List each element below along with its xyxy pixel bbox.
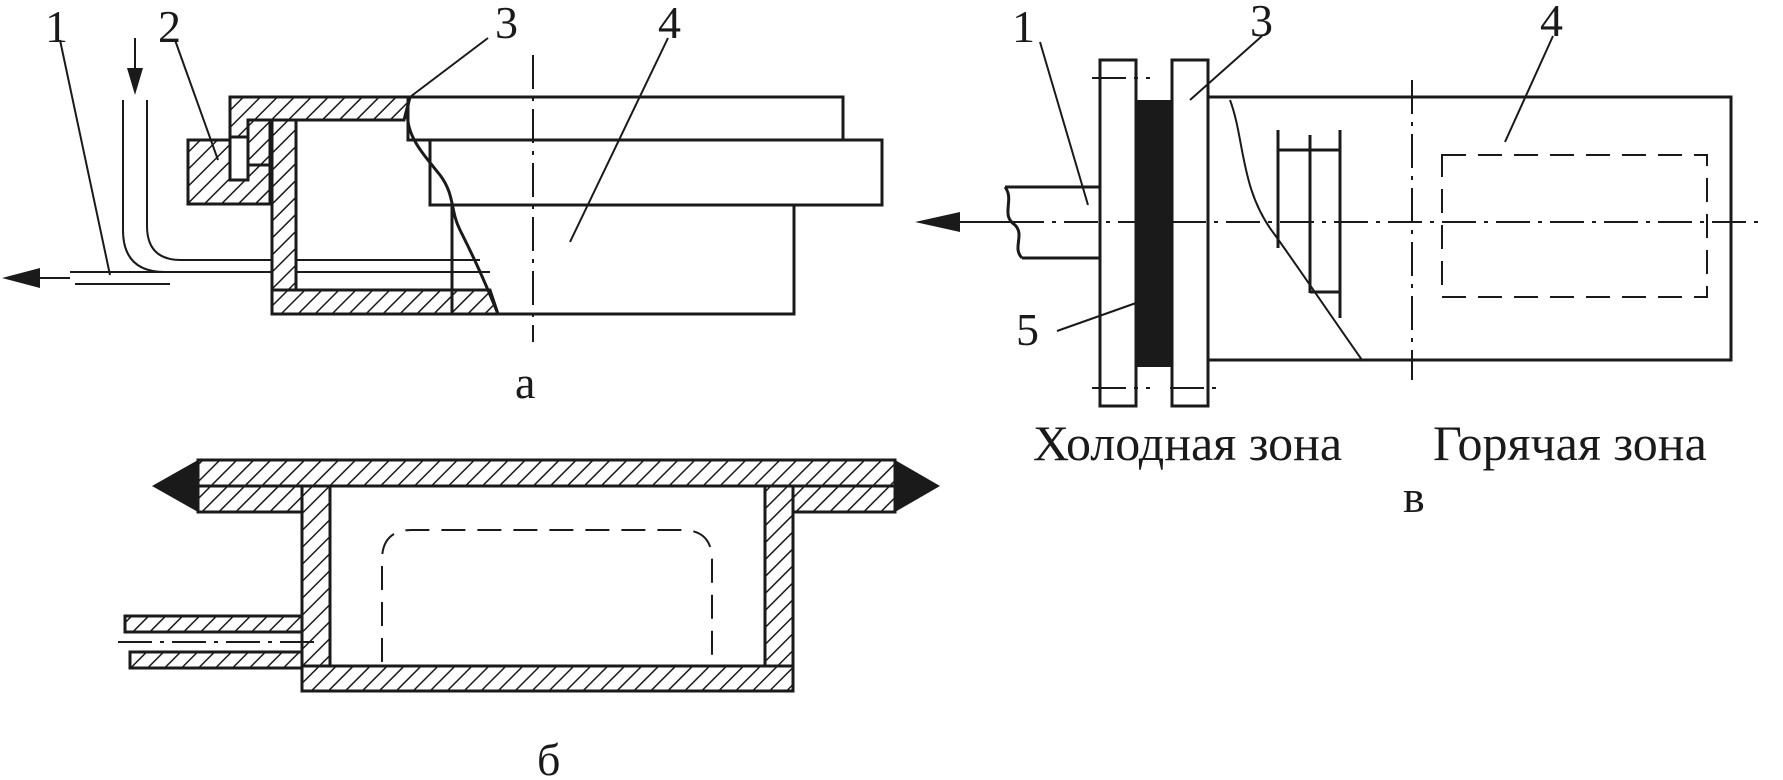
panel-b: б <box>118 458 940 780</box>
break-line-a <box>405 96 500 315</box>
callout-v-3: 3 <box>1250 0 1273 46</box>
break-line-v <box>1229 99 1363 361</box>
callout-v-5: 5 <box>1016 304 1039 355</box>
weld-right <box>895 460 940 512</box>
top-plate <box>196 458 897 488</box>
hot-body <box>1206 95 1733 362</box>
panel-a: 1 2 3 4 а <box>2 0 884 408</box>
pipe-1-inner <box>146 100 480 261</box>
weld-left <box>152 460 198 512</box>
bottom-plate <box>300 664 795 693</box>
plate-middle <box>428 138 884 207</box>
outlet-arrow-v <box>915 212 1010 232</box>
inner-dashed-body <box>381 529 713 662</box>
inlet-arrow <box>127 38 143 95</box>
housing-bottom <box>270 288 501 316</box>
plate-top <box>406 95 845 142</box>
caption-v: в <box>1403 471 1425 522</box>
thermo-module-5 <box>1136 100 1172 367</box>
pipe-v-1 <box>1003 185 1100 260</box>
left-wall <box>300 484 332 668</box>
cold-zone-label: Холодная зона <box>1033 415 1342 471</box>
callout-a-1: 1 <box>45 1 68 52</box>
caption-b: б <box>537 734 560 780</box>
callout-v-1: 1 <box>1012 1 1035 52</box>
callout-a-2: 2 <box>158 1 181 52</box>
pipe-lower-wall <box>128 650 304 670</box>
flange-right <box>1170 58 1210 408</box>
caption-a: а <box>515 357 535 408</box>
plate-bottom <box>450 203 796 316</box>
dashed-element-4 <box>1441 154 1708 298</box>
pipe-upper-wall <box>123 614 304 634</box>
callout-a-4: 4 <box>658 0 681 48</box>
flange-left <box>1098 58 1138 408</box>
right-wall <box>763 484 795 693</box>
outlet-arrow <box>2 268 70 288</box>
pipe-1 <box>122 100 490 273</box>
panel-v: 1 3 4 5 Холодная зона Горячая зона в <box>915 0 1760 522</box>
hot-zone-label: Горячая зона <box>1433 415 1707 471</box>
callout-v-4: 4 <box>1540 0 1563 46</box>
callout-a-3: 3 <box>495 0 518 48</box>
housing-wall <box>270 118 298 292</box>
